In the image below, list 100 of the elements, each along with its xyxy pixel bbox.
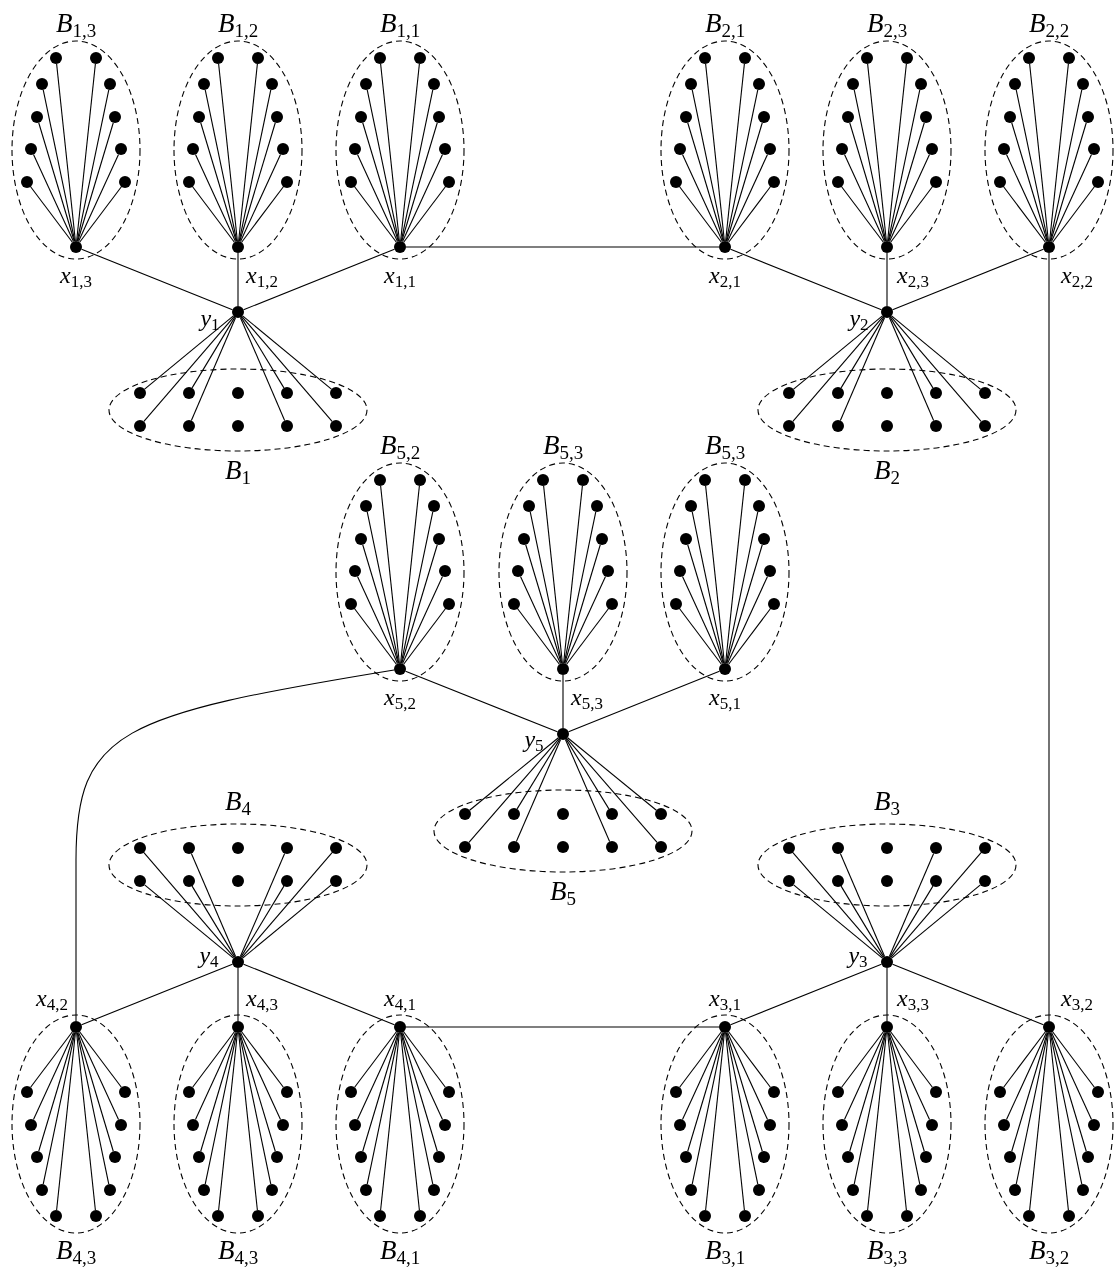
- edge-line: [42, 89, 76, 242]
- edge-line: [42, 1032, 76, 1185]
- edge-line: [726, 1031, 769, 1121]
- edge-line: [726, 544, 763, 664]
- edge-line: [1011, 122, 1048, 242]
- set-label: B$_{2}$: [874, 456, 900, 484]
- edge-line: [238, 89, 272, 242]
- edge-line: [192, 1031, 235, 1088]
- edge-line: [1049, 63, 1069, 242]
- vertex-label: x$_{3,1}$: [709, 986, 741, 1010]
- edge-line: [192, 186, 235, 243]
- edge-line: [243, 963, 395, 1026]
- edge-line: [401, 544, 438, 664]
- edge-line: [1015, 89, 1049, 242]
- edge-line: [354, 608, 397, 665]
- edge-line: [366, 89, 400, 242]
- edge-line: [1011, 1032, 1048, 1152]
- edge-line: [889, 885, 934, 958]
- edge-line: [887, 1032, 907, 1211]
- edge-line: [793, 884, 883, 959]
- edge-line: [30, 1031, 73, 1088]
- edge-line: [401, 153, 444, 243]
- edge-line: [400, 89, 434, 242]
- edge-line: [1050, 122, 1087, 242]
- edge-line: [238, 1032, 272, 1185]
- edge-line: [1003, 186, 1046, 243]
- edge-line: [519, 575, 562, 665]
- vertex-label: x$_{2,2}$: [1061, 263, 1093, 287]
- edge-line: [401, 1032, 438, 1152]
- edge-line: [849, 122, 886, 242]
- edge-line: [401, 1031, 444, 1121]
- edge-line: [380, 63, 400, 242]
- edge-line: [892, 963, 1044, 1026]
- edge-line: [564, 738, 611, 843]
- edge-line: [726, 575, 769, 665]
- edge-line: [853, 1032, 887, 1185]
- edge-line: [237, 252, 239, 307]
- edge-line: [867, 1032, 887, 1211]
- edge-line: [792, 316, 884, 422]
- edge-line: [218, 63, 238, 242]
- edge-line: [362, 1032, 399, 1152]
- vertex-label: x$_{4,3}$: [246, 986, 278, 1010]
- edge-line: [726, 1032, 763, 1152]
- vertex-label: x$_{5,1}$: [709, 685, 741, 709]
- edge-line: [144, 315, 234, 390]
- edge-line: [887, 1032, 921, 1185]
- edge-line: [529, 511, 563, 664]
- edge-line: [725, 89, 759, 242]
- edge-line: [1052, 1031, 1095, 1088]
- edge-line: [241, 186, 284, 243]
- edge-line: [403, 186, 446, 243]
- edge-line: [190, 316, 237, 422]
- edge-line: [725, 485, 745, 664]
- edge-line: [401, 122, 438, 242]
- edge-line: [728, 608, 771, 665]
- edge-line: [190, 852, 237, 958]
- edge-line: [143, 852, 235, 958]
- edge-line: [81, 248, 233, 311]
- edge-line: [687, 122, 724, 242]
- edge-line: [525, 544, 562, 664]
- vertex-label: y$_{2}$: [849, 306, 869, 330]
- edge-line: [1050, 1032, 1087, 1152]
- edge-line: [77, 153, 120, 243]
- edge-line: [79, 186, 122, 243]
- edge-line: [1050, 153, 1093, 243]
- edge-line: [1050, 1031, 1093, 1121]
- edge-line: [194, 1031, 237, 1121]
- edge-line: [1029, 1032, 1049, 1211]
- edge-line: [517, 608, 560, 665]
- edge-line: [1003, 1031, 1046, 1088]
- edge-line: [793, 315, 883, 390]
- edge-line: [380, 485, 400, 664]
- edge-line: [730, 963, 882, 1026]
- edge-line: [681, 575, 724, 665]
- edge-line: [563, 485, 583, 664]
- edge-line: [679, 1031, 722, 1088]
- edge-line: [242, 884, 332, 959]
- edge-line: [401, 575, 444, 665]
- edge-line: [400, 1032, 420, 1211]
- edge-line: [691, 89, 725, 242]
- edge-line: [239, 122, 276, 242]
- edge-line: [405, 246, 720, 248]
- edge-line: [867, 63, 887, 242]
- edge-line: [241, 852, 333, 958]
- edge-line: [400, 511, 434, 664]
- edge-line: [892, 248, 1044, 311]
- edge-line: [566, 608, 609, 665]
- set-label: B$_{1}$: [225, 456, 251, 484]
- edge-line: [681, 153, 724, 243]
- edge-line: [76, 63, 96, 242]
- edge-line: [32, 153, 75, 243]
- edge-line: [56, 1032, 76, 1211]
- edge-line: [691, 511, 725, 664]
- edge-line: [356, 153, 399, 243]
- edge-line: [403, 1031, 446, 1088]
- edge-line: [76, 89, 110, 242]
- edge-line: [469, 737, 559, 811]
- edge-line: [79, 1031, 122, 1088]
- vertex-label: y$_{1}$: [200, 306, 220, 330]
- edge-line: [890, 186, 933, 243]
